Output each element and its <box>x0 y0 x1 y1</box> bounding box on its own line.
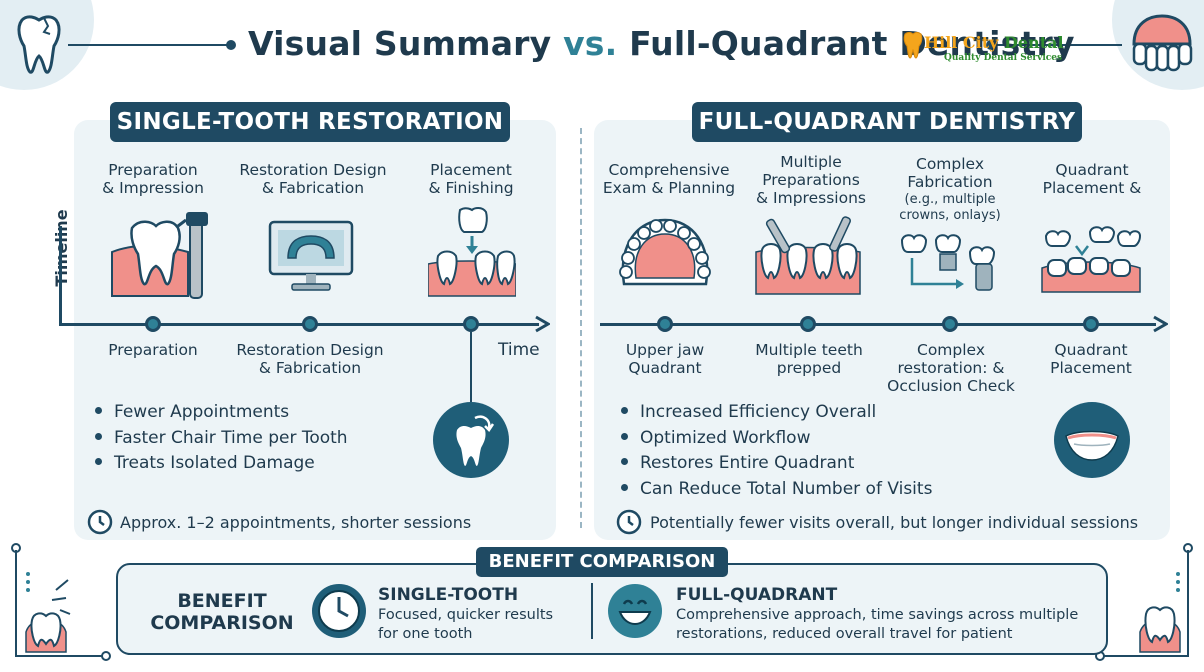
bullet-dot <box>621 483 628 491</box>
bullet-text: Treats Isolated Damage <box>114 453 315 473</box>
stopwatch-icon <box>312 584 366 638</box>
page-title: Visual Summary vs. Full-Quadrant Dentist… <box>248 24 1075 63</box>
upper-jaw-icon <box>619 218 711 286</box>
left-step-1-top: Preparation & Impression <box>102 161 204 197</box>
left-timeline-node-1 <box>145 316 161 332</box>
left-timeline-node-2 <box>302 316 318 332</box>
left-timeline-node-3 <box>463 316 479 332</box>
bullet-dot <box>621 432 628 440</box>
bullet-text: Faster Chair Time per Tooth <box>114 427 348 448</box>
full-quadrant-benefit-heading: FULL-QUADRANT <box>676 585 838 605</box>
right-step-2-top: Multiple Preparations & Impressions <box>756 153 866 207</box>
right-timeline-axis <box>600 323 1156 326</box>
list-item: Restores Entire Quadrant <box>621 451 932 477</box>
right-timeline-node-3 <box>942 316 958 332</box>
right-timeline-node-1 <box>657 316 673 332</box>
left-step-2-top: Restoration Design & Fabrication <box>239 161 387 197</box>
panel-divider <box>580 128 582 528</box>
header-line-left-dot <box>226 40 236 50</box>
bullet-dot <box>621 458 628 465</box>
bullet-dot <box>95 432 102 440</box>
right-timeline-arrow-icon <box>1153 315 1168 333</box>
full-quadrant-title: FULL-QUADRANT DENTISTRY <box>692 102 1082 142</box>
right-step-3-bottom: Complex restoration: & Occlusion Check <box>887 341 1015 395</box>
title-vs: vs. <box>563 24 618 63</box>
list-item: Optimized Workflow <box>621 426 932 452</box>
right-step-3-top: Complex Fabrication <box>907 155 993 191</box>
brand-logo-icon <box>903 31 923 59</box>
tooth-icon <box>17 15 61 74</box>
bullet-text: Increased Efficiency Overall <box>640 402 877 422</box>
header-line-left <box>68 44 228 46</box>
bullet-dot <box>621 407 628 414</box>
full-quadrant-benefits: Increased Efficiency Overall Optimized W… <box>621 400 932 502</box>
header-line-right <box>992 44 1122 46</box>
left-step-2-bottom: Restoration Design & Fabrication <box>236 341 384 377</box>
clock-icon <box>616 509 642 535</box>
quadrant-placement-icon <box>1041 226 1142 293</box>
computer-design-icon <box>268 220 354 291</box>
bullet-text: Fewer Appointments <box>114 402 290 422</box>
circuit-decoration-left <box>11 543 111 661</box>
title-part-b: Full-Quadrant Dentistry <box>629 24 1075 63</box>
bullet-text: Can Reduce Total Number of Visits <box>640 478 933 499</box>
left-step-3-top: Placement & Finishing <box>428 161 514 197</box>
timeline-label: Timeline <box>52 208 72 288</box>
fabrication-crowns-icon <box>900 234 996 291</box>
list-item: Fewer Appointments <box>95 400 348 426</box>
brand-tagline: Quality Dental Services <box>944 53 1063 63</box>
right-step-4-bottom: Quadrant Placement <box>1050 341 1132 377</box>
circuit-decoration-right <box>1095 543 1193 661</box>
benefit-divider <box>591 583 593 639</box>
right-step-2-bottom: Multiple teeth prepped <box>755 341 863 377</box>
bullet-text: Restores Entire Quadrant <box>640 453 855 473</box>
list-item: Treats Isolated Damage <box>95 451 348 477</box>
bullet-dot <box>95 458 102 465</box>
smiley-icon <box>608 584 662 638</box>
single-tooth-benefit-text: Focused, quicker results for one tooth <box>378 607 554 642</box>
list-item: Increased Efficiency Overall <box>621 400 932 426</box>
restored-tooth-badge-icon <box>433 402 509 478</box>
title-part-a: Visual Summary <box>248 24 552 63</box>
right-step-1-top: Comprehensive Exam & Planning <box>602 161 736 197</box>
left-timeline-arrow-icon <box>535 315 550 333</box>
tooth-drill-icon <box>111 212 208 299</box>
brand-name: Hill City Dental <box>924 33 1064 52</box>
smile-badge-icon <box>1054 402 1130 478</box>
brand-name-a: Hill City <box>924 33 999 52</box>
bullet-text: Optimized Workflow <box>640 427 811 448</box>
right-timeline-node-4 <box>1083 316 1099 332</box>
full-quadrant-benefit-text: Comprehensive approach, time savings acr… <box>676 607 1079 642</box>
crown-placement-icon <box>428 207 516 297</box>
upper-teeth-icon <box>1132 14 1193 72</box>
header-line-right-dot <box>986 40 996 50</box>
left-timeline-axis <box>59 323 539 326</box>
left-connector-line <box>470 332 472 402</box>
left-timeline-axis-vertical <box>59 226 62 326</box>
right-step-1-bottom: Upper jaw Quadrant <box>625 341 705 377</box>
brand-name-b: Dental <box>1004 33 1064 52</box>
benefit-comparison-title: BENEFIT COMPARISON <box>476 547 728 577</box>
multiple-prep-icon <box>755 216 861 295</box>
single-tooth-title: SINGLE-TOOTH RESTORATION <box>110 102 510 142</box>
list-item: Can Reduce Total Number of Visits <box>621 477 932 503</box>
time-axis-label: Time <box>498 340 540 360</box>
clock-icon <box>87 509 113 535</box>
full-quadrant-duration: Potentially fewer visits overall, but lo… <box>650 513 1139 532</box>
bullet-dot <box>95 407 102 414</box>
right-timeline-node-2 <box>800 316 816 332</box>
single-tooth-benefit-heading: SINGLE-TOOTH <box>378 585 519 605</box>
single-tooth-benefits: Fewer Appointments Faster Chair Time per… <box>95 400 348 477</box>
right-step-3-subtitle: (e.g., multiple crowns, onlays) <box>899 192 1001 223</box>
right-step-4-top: Quadrant Placement & <box>1042 161 1142 197</box>
benefit-comparison-label: BENEFIT COMPARISON <box>150 590 294 634</box>
list-item: Faster Chair Time per Tooth <box>95 426 348 452</box>
single-tooth-duration: Approx. 1–2 appointments, shorter sessio… <box>120 513 472 532</box>
left-step-1-bottom: Preparation <box>108 341 198 359</box>
